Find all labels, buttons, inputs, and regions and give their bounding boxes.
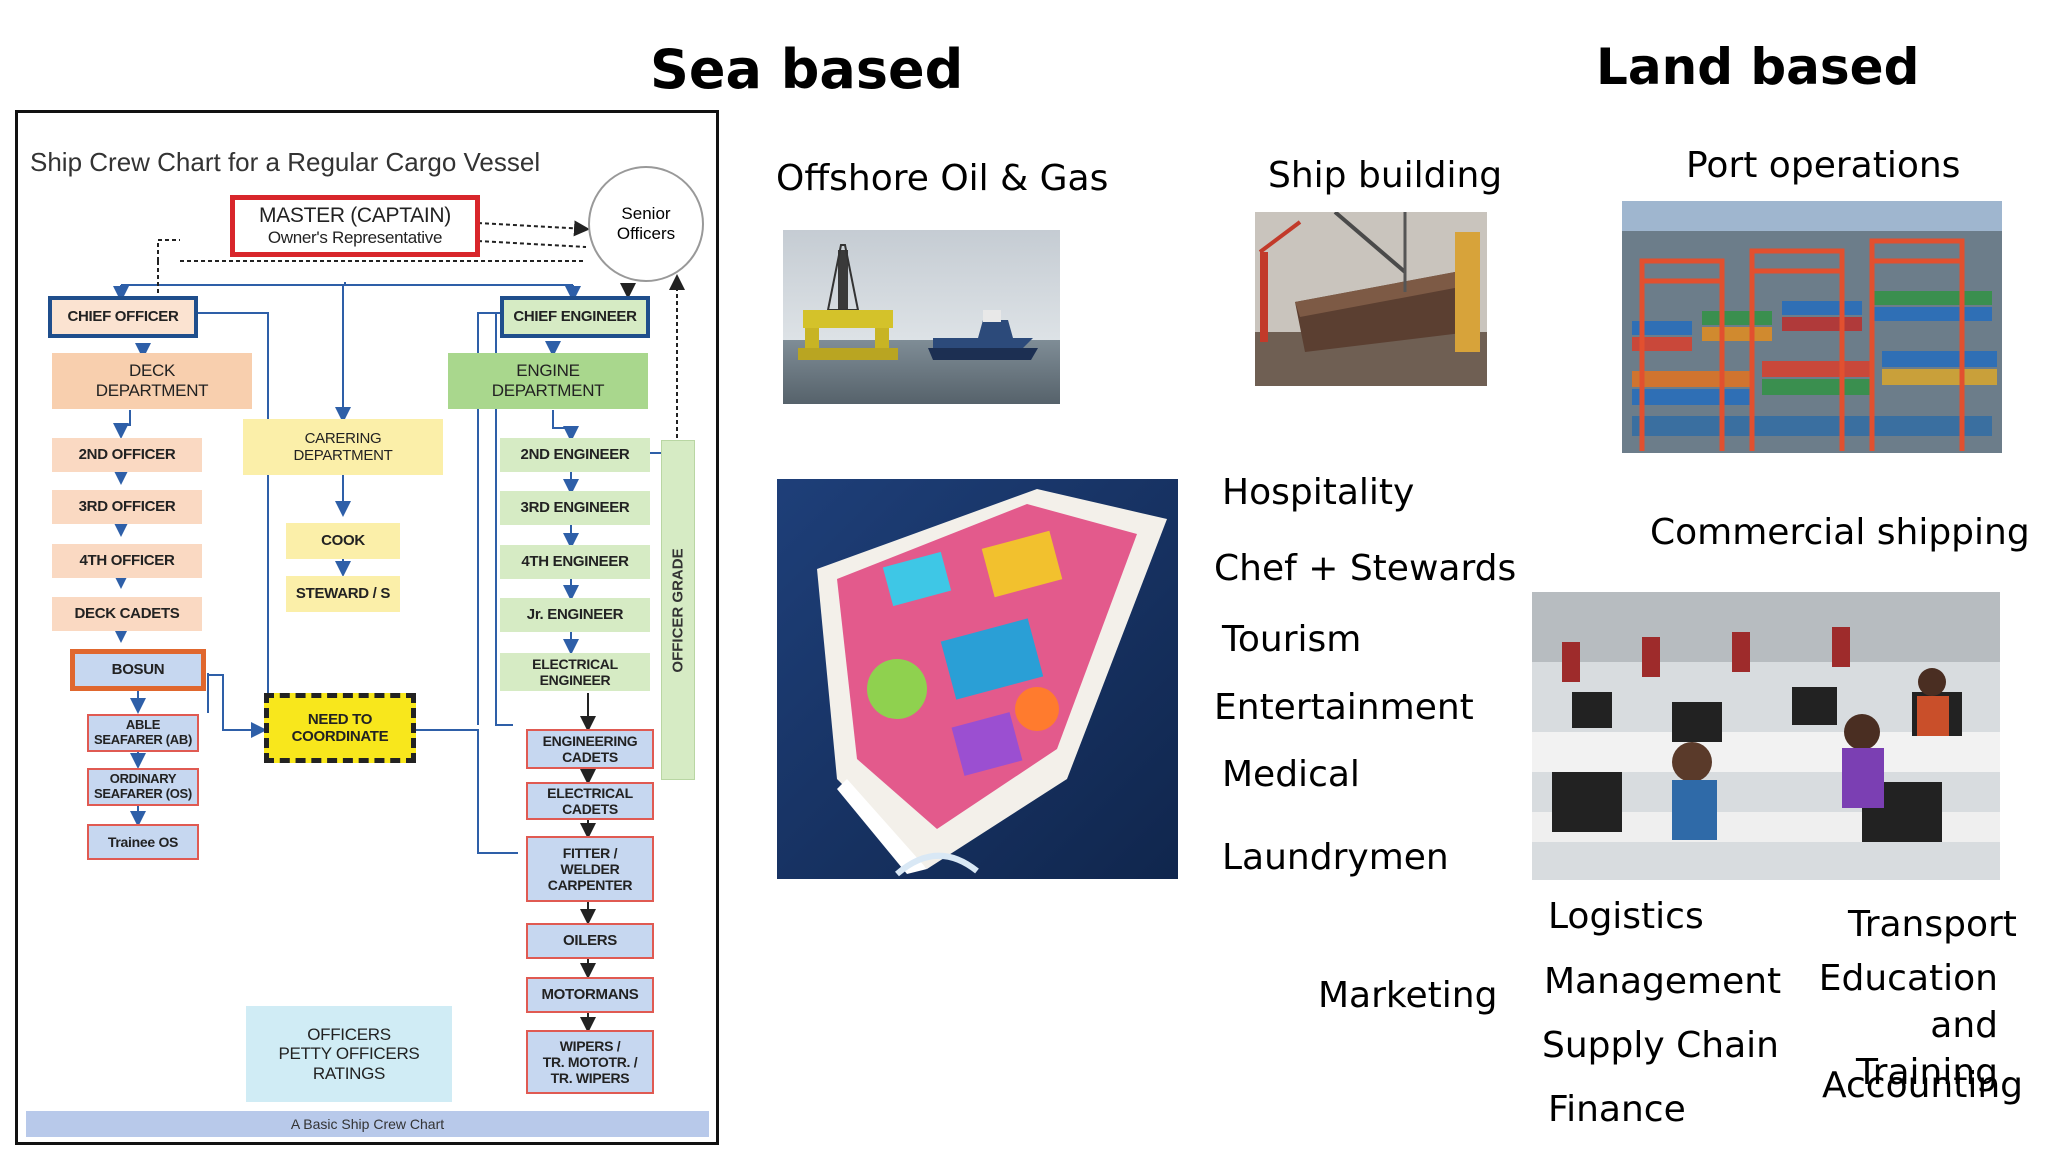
chief-officer-box: CHIEF OFFICER: [48, 296, 198, 338]
ship-crew-chart: Ship Crew Chart for a Regular Cargo Vess…: [15, 110, 719, 1145]
grade-legend-box: OFFICERS PETTY OFFICERS RATINGS: [246, 1006, 452, 1102]
port-operations-label: Port operations: [1686, 145, 1961, 186]
marketing-label: Marketing: [1318, 975, 1498, 1016]
master-title: MASTER (CAPTAIN): [259, 204, 451, 228]
engine-rank-4th-engineer: 4TH ENGINEER: [500, 545, 650, 579]
commercial-shipping-label: Commercial shipping: [1650, 512, 2030, 553]
rating-trainee-os: Trainee OS: [87, 824, 199, 860]
land-item-transport: Transport: [1848, 904, 2017, 945]
crew-chart-title: Ship Crew Chart for a Regular Cargo Vess…: [30, 147, 541, 177]
land-based-heading: Land based: [1596, 38, 1920, 96]
catering-rank-steward: STEWARD / S: [286, 576, 400, 612]
hospitality-item-hospitality: Hospitality: [1222, 472, 1415, 513]
engine-rating-wipers: WIPERS / TR. MOTOTR. / TR. WIPERS: [526, 1030, 654, 1094]
rating-ordinary-seafarer: ORDINARY SEAFARER (OS): [87, 768, 199, 806]
rating-able-seafarer: ABLE SEAFARER (AB): [87, 714, 199, 752]
deck-rank-2nd-officer: 2ND OFFICER: [52, 438, 202, 472]
shipbuilding-photo: [1255, 212, 1487, 386]
hospitality-item-entertainment: Entertainment: [1214, 687, 1474, 728]
master-captain-box: MASTER (CAPTAIN) Owner's Representative: [230, 195, 480, 257]
senior-officers-circle: Senior Officers: [588, 166, 704, 282]
deck-rank-3rd-officer: 3RD OFFICER: [52, 490, 202, 524]
engine-rating-electrical-cadets: ELECTRICAL CADETS: [526, 782, 654, 820]
chief-engineer-box: CHIEF ENGINEER: [500, 296, 650, 338]
offshore-oil-gas-label: Offshore Oil & Gas: [776, 158, 1109, 199]
sea-based-heading: Sea based: [650, 38, 964, 101]
hospitality-item-medical: Medical: [1222, 754, 1360, 795]
need-to-coordinate-box: NEED TO COORDINATE: [264, 693, 416, 763]
land-item-finance: Finance: [1548, 1089, 1686, 1130]
land-item-management: Management: [1544, 961, 1782, 1002]
catering-rank-cook: COOK: [286, 523, 400, 559]
hospitality-item-tourism: Tourism: [1222, 619, 1362, 660]
cruise-ship-photo: [777, 479, 1178, 879]
land-item-supply-chain: Supply Chain: [1542, 1025, 1779, 1066]
deck-department-box: DECK DEPARTMENT: [52, 353, 252, 409]
deck-rank-deck-cadets: DECK CADETS: [52, 597, 202, 631]
engine-rank-electrical-engineer: ELECTRICAL ENGINEER: [500, 653, 650, 691]
shipbuilding-label: Ship building: [1268, 155, 1503, 196]
crew-chart-caption: A Basic Ship Crew Chart: [26, 1111, 709, 1137]
engine-rating-oilers: OILERS: [526, 923, 654, 959]
deck-rank-4th-officer: 4TH OFFICER: [52, 544, 202, 578]
engine-rating-engineering-cadets: ENGINEERING CADETS: [526, 729, 654, 769]
engine-rank-jr-engineer: Jr. ENGINEER: [500, 598, 650, 632]
catering-department-box: CARERING DEPARTMENT: [243, 419, 443, 475]
engine-rank-3rd-engineer: 3RD ENGINEER: [500, 491, 650, 525]
hospitality-item-chef-stewards: Chef + Stewards: [1214, 548, 1517, 589]
hospitality-item-laundrymen: Laundrymen: [1222, 837, 1449, 878]
land-item-accounting: Accounting: [1822, 1065, 2024, 1106]
engine-rank-2nd-engineer: 2ND ENGINEER: [500, 438, 650, 472]
land-item-education-training: Education and Training: [1818, 958, 1998, 1093]
engine-rating-motormans: MOTORMANS: [526, 977, 654, 1013]
officer-grade-label: OFFICER GRADE: [669, 547, 687, 673]
land-item-logistics: Logistics: [1548, 896, 1704, 937]
offshore-rig-photo: [783, 230, 1060, 404]
port-container-terminal-photo: [1622, 201, 2002, 453]
officer-grade-bar: OFFICER GRADE: [661, 440, 695, 780]
engine-department-box: ENGINE DEPARTMENT: [448, 353, 648, 409]
master-subtitle: Owner's Representative: [267, 228, 443, 248]
shipping-office-photo: [1532, 592, 2000, 880]
engine-rating-fitter-welder-carpenter: FITTER / WELDER CARPENTER: [526, 836, 654, 902]
bosun-box: BOSUN: [70, 649, 206, 691]
